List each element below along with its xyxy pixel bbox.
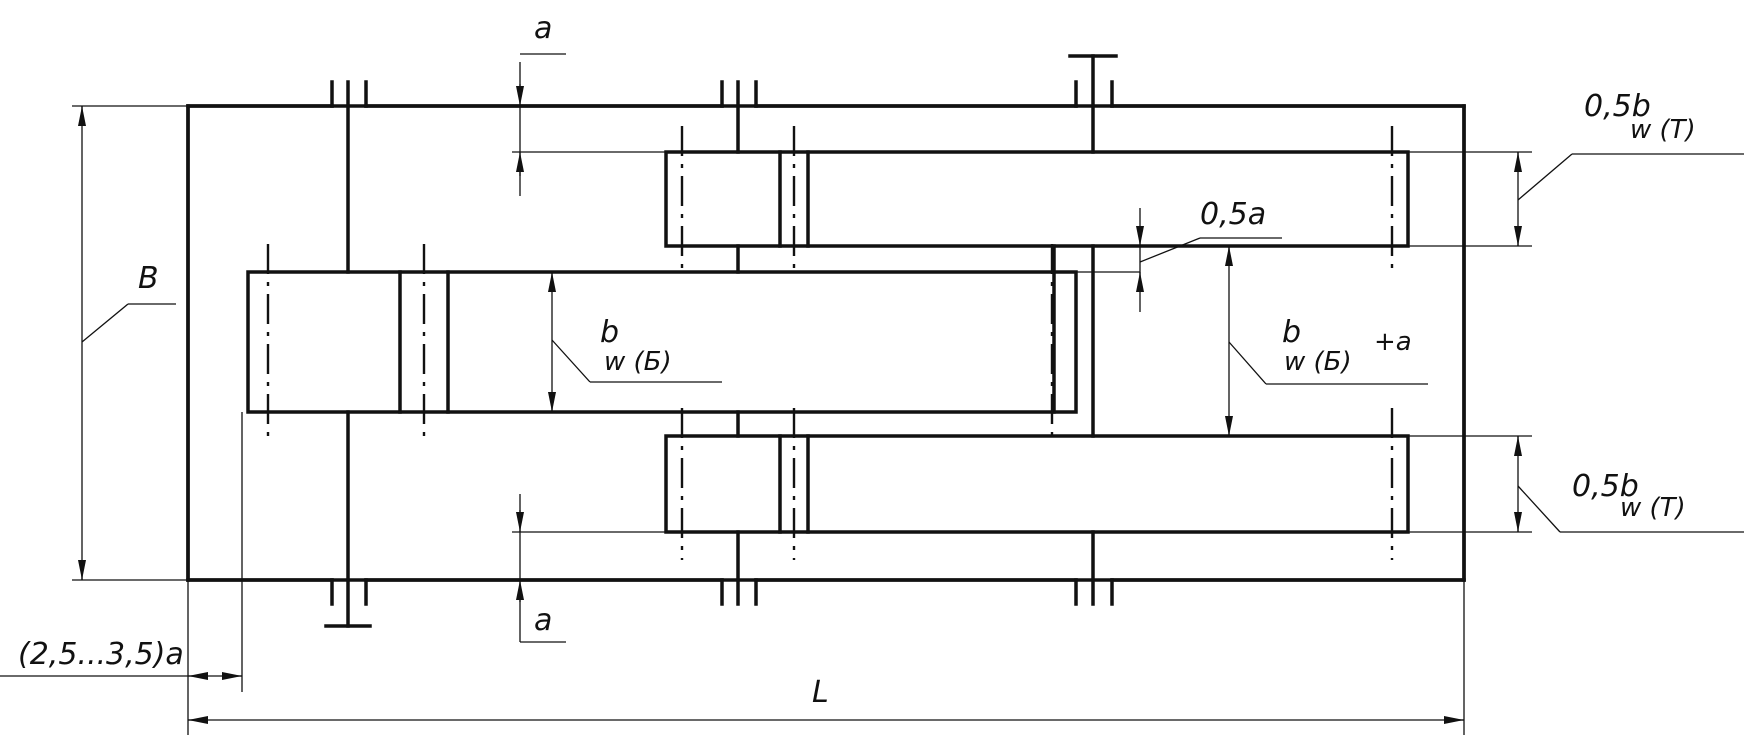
label-half-bw-t-top: 0,5b (1584, 89, 1651, 124)
dimension-bw-b: b w (Б) (548, 272, 722, 412)
dimension-a-top: a (512, 11, 666, 196)
label-a-top: a (534, 11, 552, 46)
label-B: B (138, 261, 159, 296)
label-half-bw-t-bottom-sub: w (T) (1620, 493, 1686, 523)
label-half-bw-t-top-sub: w (T) (1630, 115, 1696, 145)
label-bw-b-plus-a: b (1282, 315, 1301, 350)
housing-outline (186, 80, 1466, 606)
dimension-a-bottom: a (512, 494, 666, 643)
top-gear-pair (664, 126, 1410, 274)
label-bw-b: b (600, 315, 619, 350)
dimension-B: B (72, 105, 188, 581)
dimension-L: L (187, 580, 1465, 735)
dimension-half-bw-t-top: 0,5b w (T) (1408, 89, 1744, 247)
bottom-gear-pair (664, 408, 1410, 560)
label-wall-clearance: (2,5...3,5)a (18, 637, 184, 672)
dimension-wall-clearance: (2,5...3,5)a (0, 412, 243, 692)
dimension-bw-b-plus-a: b w (Б) +a (1225, 246, 1428, 436)
middle-gear-pair (246, 244, 1078, 440)
label-L: L (812, 675, 829, 710)
label-half-bw-t-bottom: 0,5b (1572, 469, 1639, 504)
dimension-half-a: 0,5a (1076, 197, 1282, 312)
label-bw-b-plus-a-sub: w (Б) (1284, 347, 1352, 377)
output-shaft (1052, 54, 1118, 606)
label-half-a: 0,5a (1200, 197, 1266, 232)
label-bw-b-plus-a-sup: +a (1374, 327, 1412, 357)
dimension-half-bw-t-bottom: 0,5b w (T) (1408, 435, 1744, 533)
input-shaft (324, 80, 372, 628)
label-a-bottom: a (534, 603, 552, 638)
label-bw-b-sub: w (Б) (604, 347, 672, 377)
